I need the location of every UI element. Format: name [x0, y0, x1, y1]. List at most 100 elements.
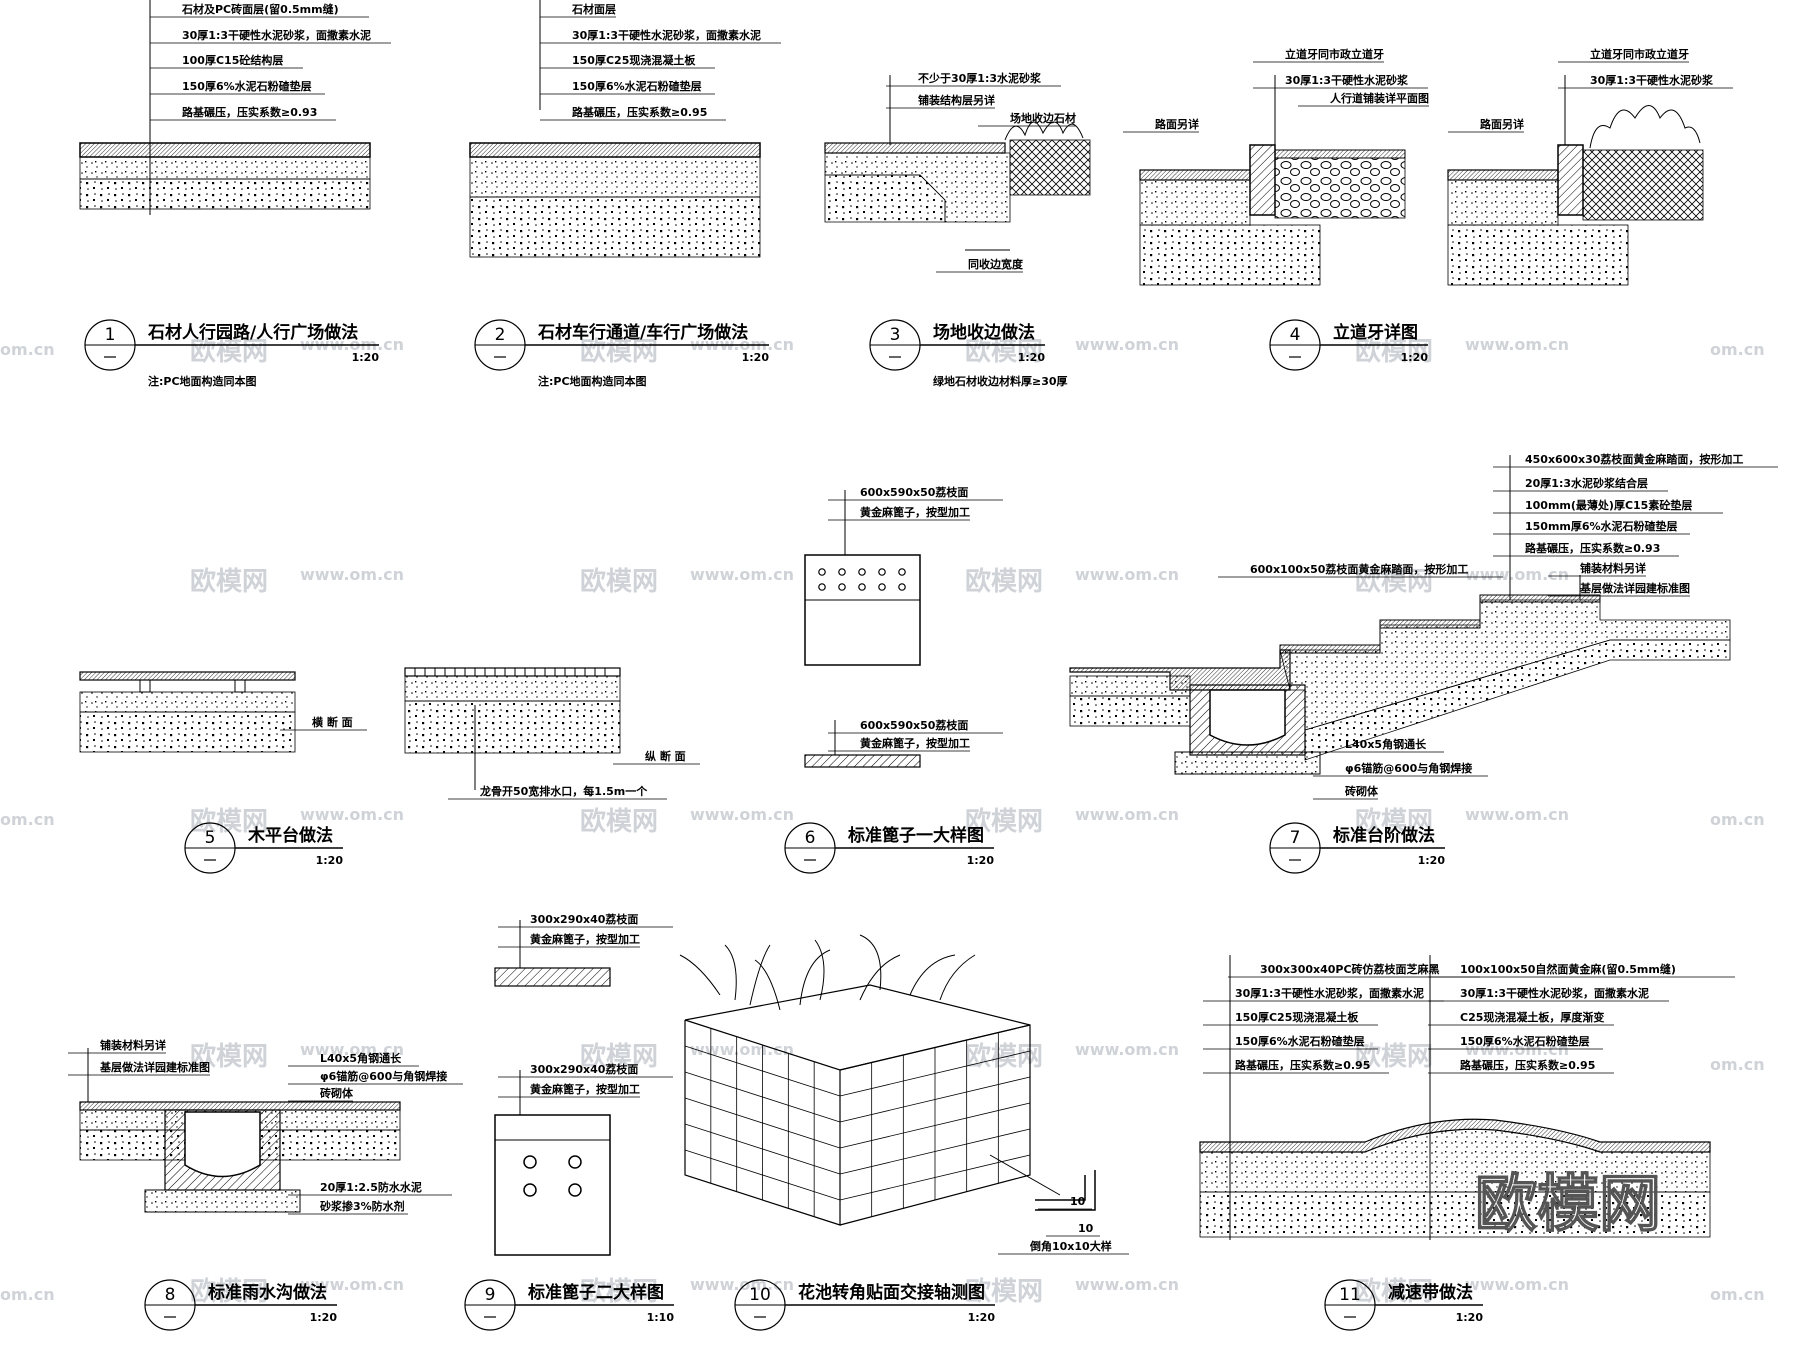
drain-hole	[858, 568, 866, 576]
detail-scale: 1:20	[742, 351, 770, 364]
detail-note: 绿地石材收边材料厚≥30厚	[933, 374, 1068, 388]
callout-label: 人行道铺装详平面图	[1330, 91, 1429, 105]
callout-label: 立道牙同市政立道牙	[1285, 47, 1384, 61]
drain-hole	[898, 583, 906, 591]
watermark-brand: 欧模网	[965, 806, 1043, 837]
detail-scale: 1:20	[967, 854, 995, 867]
callout-label: 砖砌体	[1345, 784, 1379, 798]
detail-scale: 1:10	[647, 1311, 675, 1324]
detail-10-section	[679, 934, 1096, 1226]
callout-label: 150厚6%水泥石粉碴垫层	[1235, 1034, 1365, 1048]
watermark-url: www.om.cn	[300, 1275, 404, 1294]
callout-label: L40x5角钢通长	[320, 1051, 402, 1065]
detail-title: 石材人行园路/人行广场做法	[147, 322, 358, 343]
watermark-url: www.om.cn	[300, 565, 404, 584]
drain-hole	[838, 583, 846, 591]
watermark-url-short: om.cn	[1710, 340, 1765, 359]
watermark-url: www.om.cn	[1465, 565, 1569, 584]
watermark-url: www.om.cn	[690, 1275, 794, 1294]
watermark-url: www.om.cn	[690, 805, 794, 824]
detail-title: 标准篦子一大样图	[848, 825, 984, 846]
callout-label: 基层做法详园建标准图	[99, 1060, 210, 1074]
detail-number: 5	[205, 828, 216, 848]
detail-scale: 1:20	[1401, 351, 1429, 364]
watermark-brand: 欧模网	[1355, 1041, 1433, 1072]
detail-number: 8	[165, 1285, 176, 1305]
watermark-layer: 欧模网 www.om.cn 欧模网 www.om.cn 欧模网 www.om.cn 欧模网 w…	[0, 335, 1765, 1307]
drain-hole	[858, 583, 866, 591]
callout-label: C25现浇混凝土板，厚度渐变	[1460, 1010, 1604, 1024]
watermark-brand: 欧模网	[190, 1276, 268, 1307]
detail-title: 减速带做法	[1388, 1282, 1473, 1303]
watermark-url: www.om.cn	[300, 805, 404, 824]
watermark-brand: 欧模网	[965, 566, 1043, 597]
callout-label: 30厚1:3干硬性水泥砂浆	[1590, 73, 1714, 87]
drain-hole	[818, 583, 826, 591]
callout-label: 150厚6%水泥石粉碴垫层	[1460, 1034, 1590, 1048]
callout-label: 30厚1:3干硬性水泥砂浆，面撒素水泥	[1235, 986, 1424, 1000]
detail-2-section	[469, 0, 761, 258]
callout-label: φ6锚筋@600与角钢焊接	[320, 1069, 447, 1083]
callout-labels: 石材及PC砖面层(留0.5mm缝)30厚1:3干硬性水泥砂浆，面撒素水泥100厚…	[68, 2, 1778, 1255]
callout-label: 铺装材料另详	[100, 1038, 166, 1052]
watermark-brand: 欧模网	[1355, 336, 1433, 367]
callout-label: 基层做法详园建标准图	[1579, 581, 1690, 595]
detail-note: 注:PC地面构造同本图	[538, 374, 647, 388]
watermark-brand: 欧模网	[965, 336, 1043, 367]
watermark-url: www.om.cn	[690, 1040, 794, 1059]
callout-label: 600x590x50荔枝面	[860, 718, 968, 732]
detail-number: 3	[890, 325, 901, 345]
callout-label: 30厚1:3干硬性水泥砂浆，面撒素水泥	[572, 28, 761, 42]
detail-title: 立道牙详图	[1333, 322, 1418, 343]
watermark-url: www.om.cn	[690, 565, 794, 584]
callout-label: 300x300x40PC砖仿荔枝面芝麻黑	[1260, 962, 1440, 976]
callout-label: 黄金麻篦子，按型加工	[860, 736, 970, 750]
watermark-url: www.om.cn	[1075, 1040, 1179, 1059]
watermark-url-short: om.cn	[0, 810, 55, 829]
callout-label: 黄金麻篦子，按型加工	[530, 932, 640, 946]
detail-3-section	[824, 75, 1091, 251]
detail-scale: 1:20	[1018, 351, 1046, 364]
callout-label: 30厚1:3干硬性水泥砂浆，面撒素水泥	[182, 28, 371, 42]
watermark-url: www.om.cn	[1465, 805, 1569, 824]
callout-label: 倒角10x10大样	[1029, 1239, 1112, 1253]
drain-hole	[878, 568, 886, 576]
watermark-url-short: om.cn	[0, 1285, 55, 1304]
detail-scale: 1:20	[968, 1311, 996, 1324]
detail-scale: 1:20	[352, 351, 380, 364]
drain-hole	[898, 568, 906, 576]
watermark-url: www.om.cn	[1075, 335, 1179, 354]
callout-label: 立道牙同市政立道牙	[1590, 47, 1689, 61]
detail-number: 1	[105, 325, 116, 345]
callout-label: 砖砌体	[320, 1086, 354, 1100]
detail-scale: 1:20	[316, 854, 344, 867]
callout-label: 石材及PC砖面层(留0.5mm缝)	[181, 2, 339, 16]
detail-title: 标准篦子二大样图	[528, 1282, 664, 1303]
callout-label: L40x5角钢通长	[1345, 737, 1427, 751]
watermark-url-short: om.cn	[0, 340, 55, 359]
callout-label: 150mm厚6%水泥石粉碴垫层	[1525, 519, 1678, 533]
detail-6-section	[804, 490, 921, 768]
callout-label: 450x600x30荔枝面黄金麻踏面，按形加工	[1525, 452, 1743, 466]
callout-label: 20厚1:3水泥砂浆结合层	[1525, 476, 1648, 490]
watermark-url: www.om.cn	[1465, 335, 1569, 354]
watermark-url: www.om.cn	[1075, 565, 1179, 584]
detail-number: 6	[805, 828, 816, 848]
detail-number: 11	[1339, 1285, 1361, 1305]
callout-label: 铺装结构层另详	[918, 93, 995, 107]
detail-number: 10	[749, 1285, 771, 1305]
detail-scale: 1:20	[1418, 854, 1446, 867]
detail-number: 4	[1290, 325, 1301, 345]
callout-label: 100x100x50自然面黄金麻(留0.5mm缝)	[1460, 962, 1676, 976]
watermark-url: www.om.cn	[1075, 805, 1179, 824]
callout-label: 路基碾压，压实系数≥0.93	[1525, 541, 1660, 555]
callout-label: 黄金麻篦子，按型加工	[530, 1082, 640, 1096]
callout-label: φ6锚筋@600与角钢焊接	[1345, 761, 1472, 775]
watermark-url: www.om.cn	[1465, 1040, 1569, 1059]
detail-9-section	[494, 920, 611, 1256]
callout-label: 20厚1:2.5防水水泥	[320, 1180, 422, 1194]
callout-label: 同收边宽度	[968, 257, 1024, 271]
watermark-brand: 欧模网	[190, 336, 268, 367]
callout-label: 不少于30厚1:3水泥砂浆	[918, 71, 1042, 85]
